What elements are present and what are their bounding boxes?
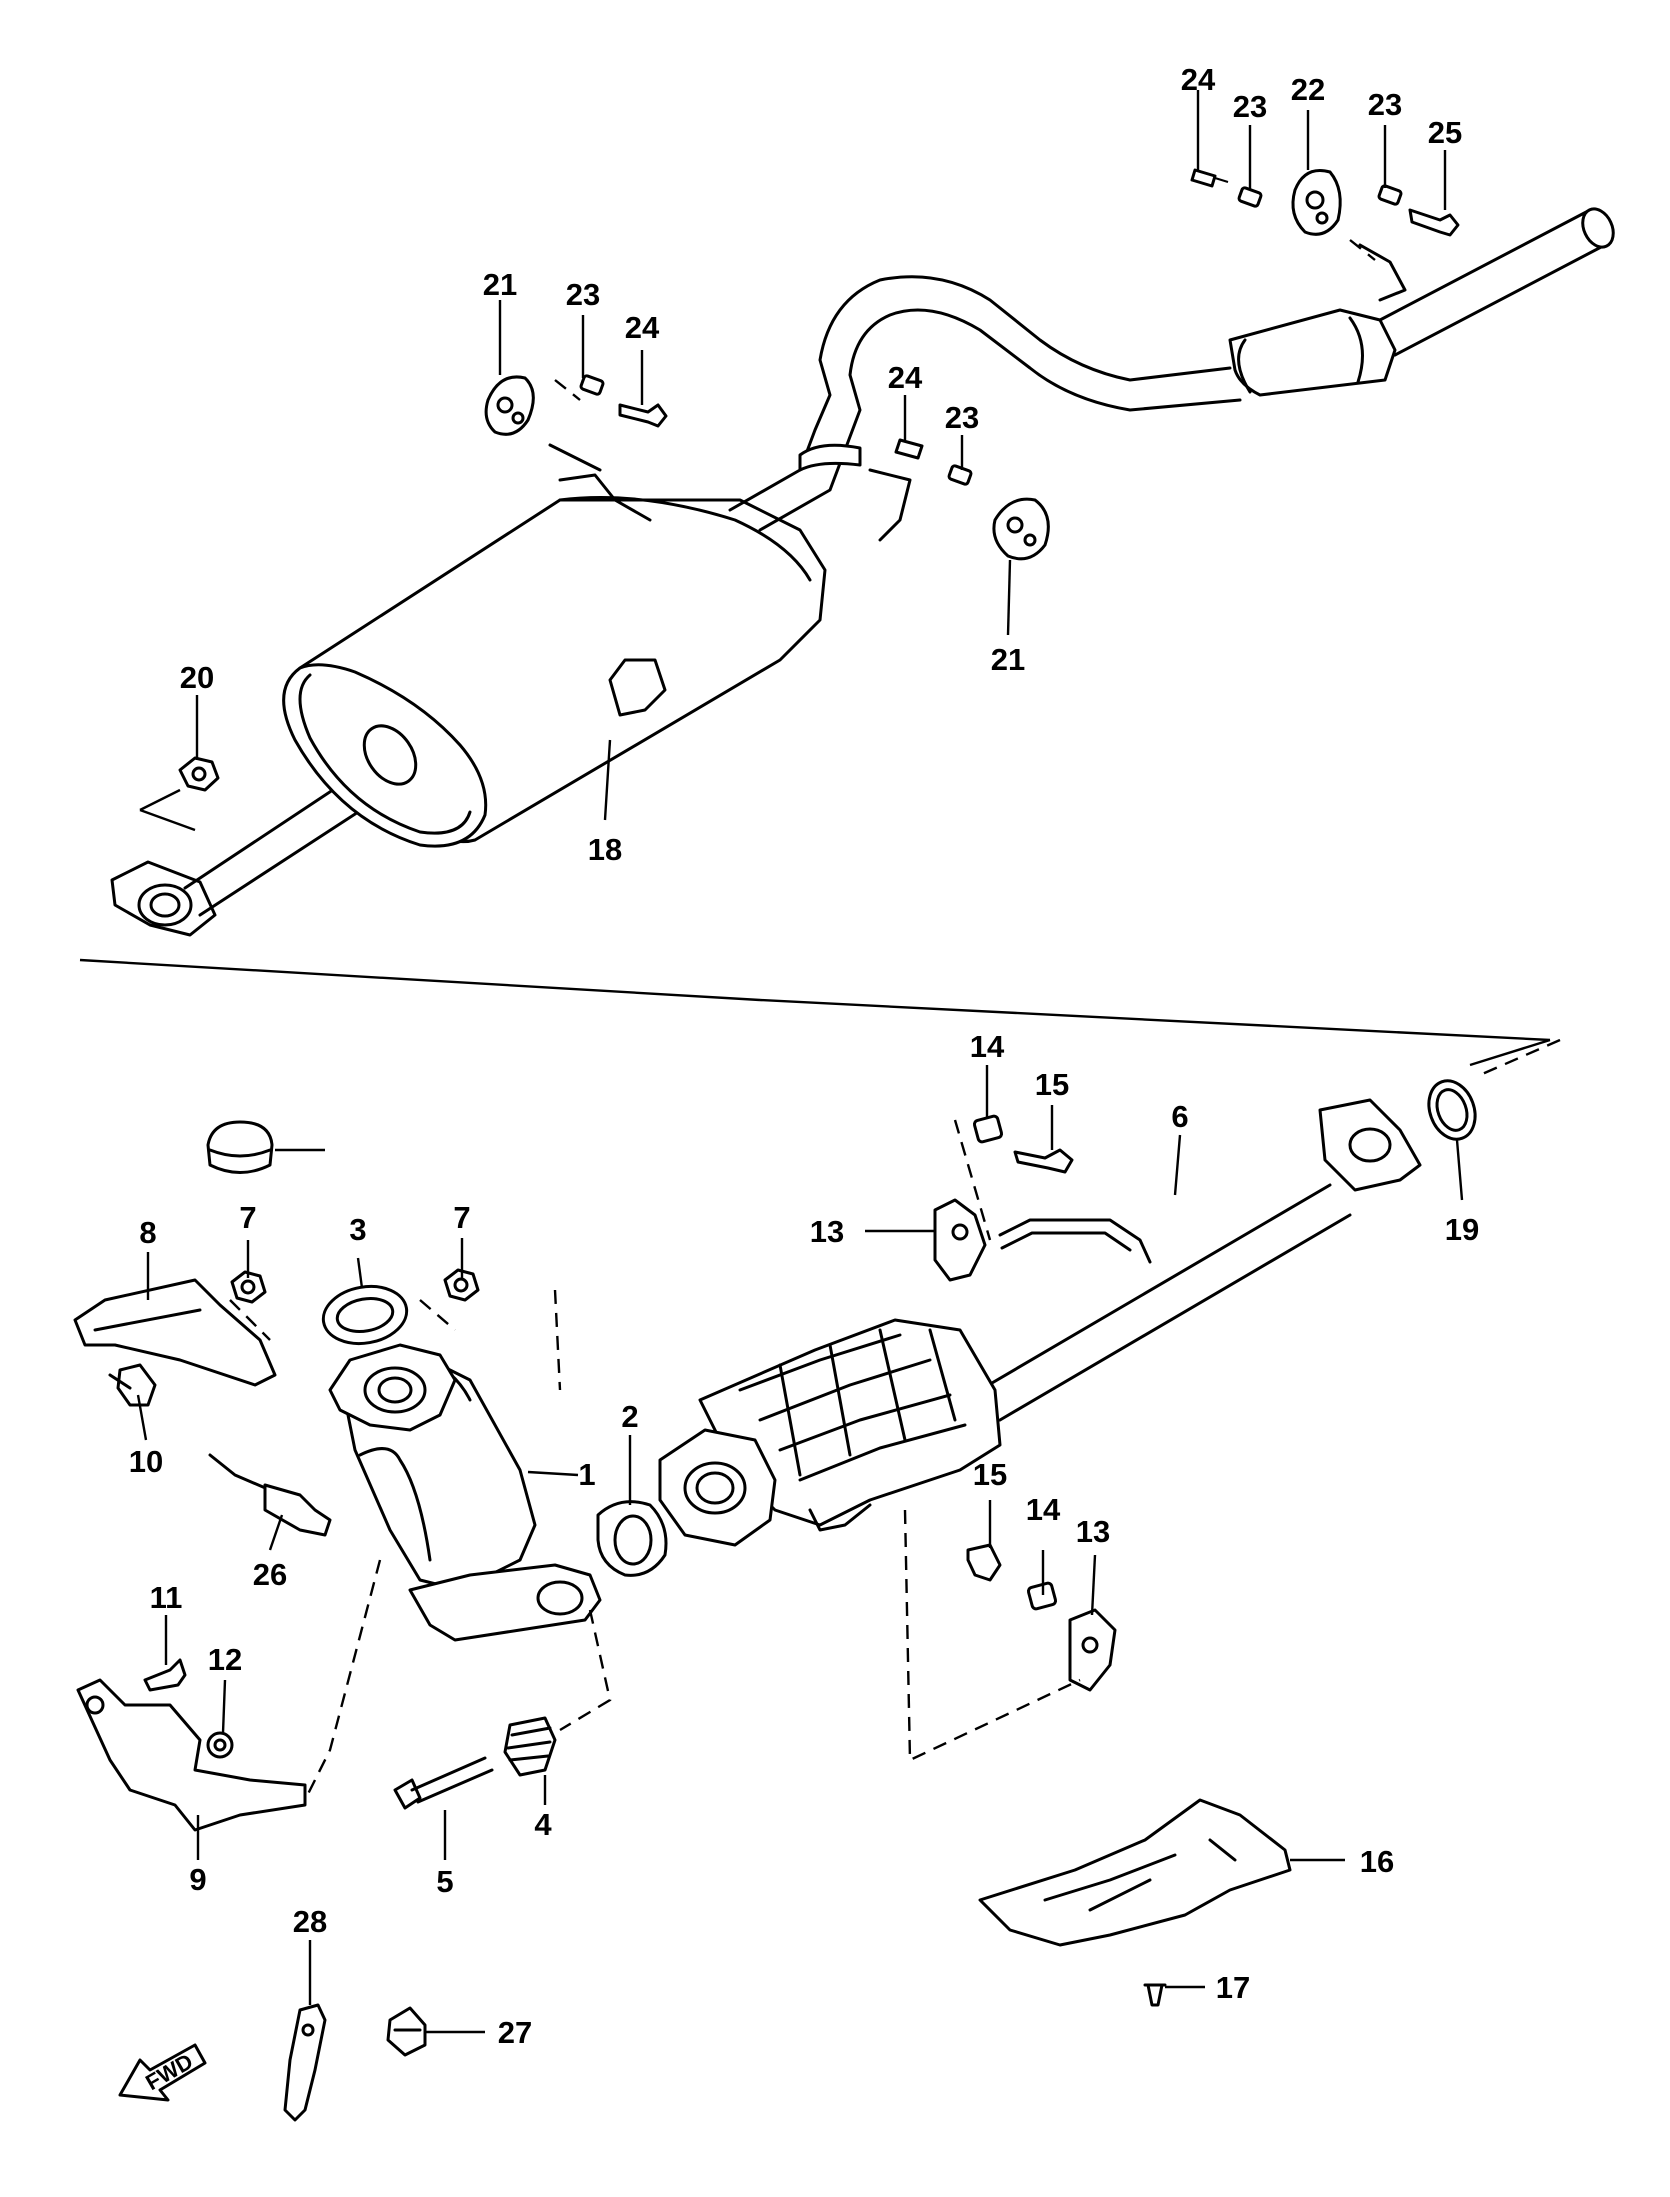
clip-26 (386, 2006, 427, 2057)
tail-pipe-assembly (110, 207, 1615, 937)
bushing-14-upper (972, 1114, 1004, 1144)
cap-28 (206, 1120, 274, 1174)
rubber-mount-21-lower (992, 497, 1050, 561)
callout-5: 5 (436, 1864, 453, 1899)
rubber-mount-21-upper (484, 375, 602, 472)
bracket-9 (76, 1678, 307, 1832)
callout-16: 16 (1360, 1844, 1394, 1879)
bolt-15-lower (966, 1543, 1002, 1582)
heat-shield-16 (978, 1798, 1292, 1947)
nut-7-right (443, 1268, 480, 1302)
callout-15-lower: 15 (973, 1457, 1007, 1492)
callout-18: 18 (588, 832, 622, 867)
gasket-3 (321, 1284, 409, 1346)
clamp-13-upper (933, 1198, 987, 1282)
callout-12: 12 (208, 1642, 242, 1677)
nut-7-left (230, 1270, 267, 1304)
callout-26: 27 (498, 2015, 532, 2050)
callout-8: 8 (139, 1215, 156, 1250)
front-catalytic-converter-1 (328, 1343, 602, 1642)
bolt-15-upper (1013, 1148, 1074, 1174)
nut-12 (206, 1731, 234, 1759)
clamp-13-lower (1068, 1608, 1117, 1692)
callout-7-right: 7 (453, 1200, 470, 1235)
callout-25: 26 (253, 1557, 287, 1592)
callout-14-lower: 14 (1026, 1492, 1061, 1527)
callout-1: 1 (578, 1457, 595, 1492)
rubber-mount-22 (1291, 169, 1342, 236)
callout-24-middle: 24 (888, 360, 923, 395)
callout-23-top-right: 23 (1368, 87, 1402, 122)
front-direction-arrow-icon: FWD (118, 2043, 207, 2102)
callout-22: 22 (1291, 72, 1325, 107)
bracket-8 (73, 1278, 277, 1387)
callout-17: 17 (1216, 1970, 1250, 2005)
callout-27: 28 (293, 1904, 327, 1939)
bushing-14-lower (1026, 1581, 1058, 1611)
callout-24-top-right: 25 (1428, 115, 1462, 150)
center-pipe-6 (978, 1098, 1422, 1422)
callout-9: 9 (189, 1862, 206, 1897)
callout-23-middle: 23 (945, 400, 979, 435)
callout-11: 11 (150, 1580, 183, 1615)
callout-24-top-left: 24 (1181, 62, 1216, 97)
callout-6: 6 (1171, 1099, 1188, 1134)
callout-7-left: 7 (239, 1200, 256, 1235)
callout-14-upper: 14 (970, 1029, 1005, 1064)
callout-21-lower: 21 (991, 642, 1025, 677)
catalytic-converter-center (658, 1318, 1002, 1547)
assembly-guide-lines (79, 239, 1561, 1801)
nut-20 (178, 756, 220, 792)
hanger-hardware-top (579, 168, 1460, 486)
bolt-5 (393, 1756, 494, 1810)
callout-2: 2 (621, 1399, 638, 1434)
callout-10: 10 (129, 1444, 163, 1479)
callout-13-upper: 13 (810, 1214, 844, 1249)
callout-19: 19 (1445, 1212, 1479, 1247)
spring-4 (503, 1716, 557, 1777)
gasket-2 (596, 1500, 668, 1577)
callout-numbers: 1 2 3 4 5 6 7 7 8 9 10 11 12 13 13 14 14… (129, 62, 1479, 2050)
gasket-19 (1427, 1079, 1477, 1141)
callout-13-lower: 13 (1076, 1514, 1110, 1549)
callout-4: 4 (534, 1807, 552, 1842)
strap-27 (283, 2003, 327, 2122)
callout-20: 20 (180, 660, 214, 695)
bolt-11 (143, 1658, 187, 1692)
oxygen-sensor-25 (208, 1453, 332, 1537)
callout-leader-lines (136, 90, 1464, 2034)
callout-23-top-left: 23 (1233, 89, 1267, 124)
callout-24-upper-left: 24 (625, 310, 660, 345)
callout-15-upper: 15 (1035, 1067, 1069, 1102)
callout-21-upper: 21 (483, 267, 517, 302)
bolt-10 (108, 1363, 157, 1407)
screw-17 (1143, 1983, 1167, 2007)
callout-23-upper-left: 23 (566, 277, 600, 312)
callout-3: 3 (349, 1212, 366, 1247)
